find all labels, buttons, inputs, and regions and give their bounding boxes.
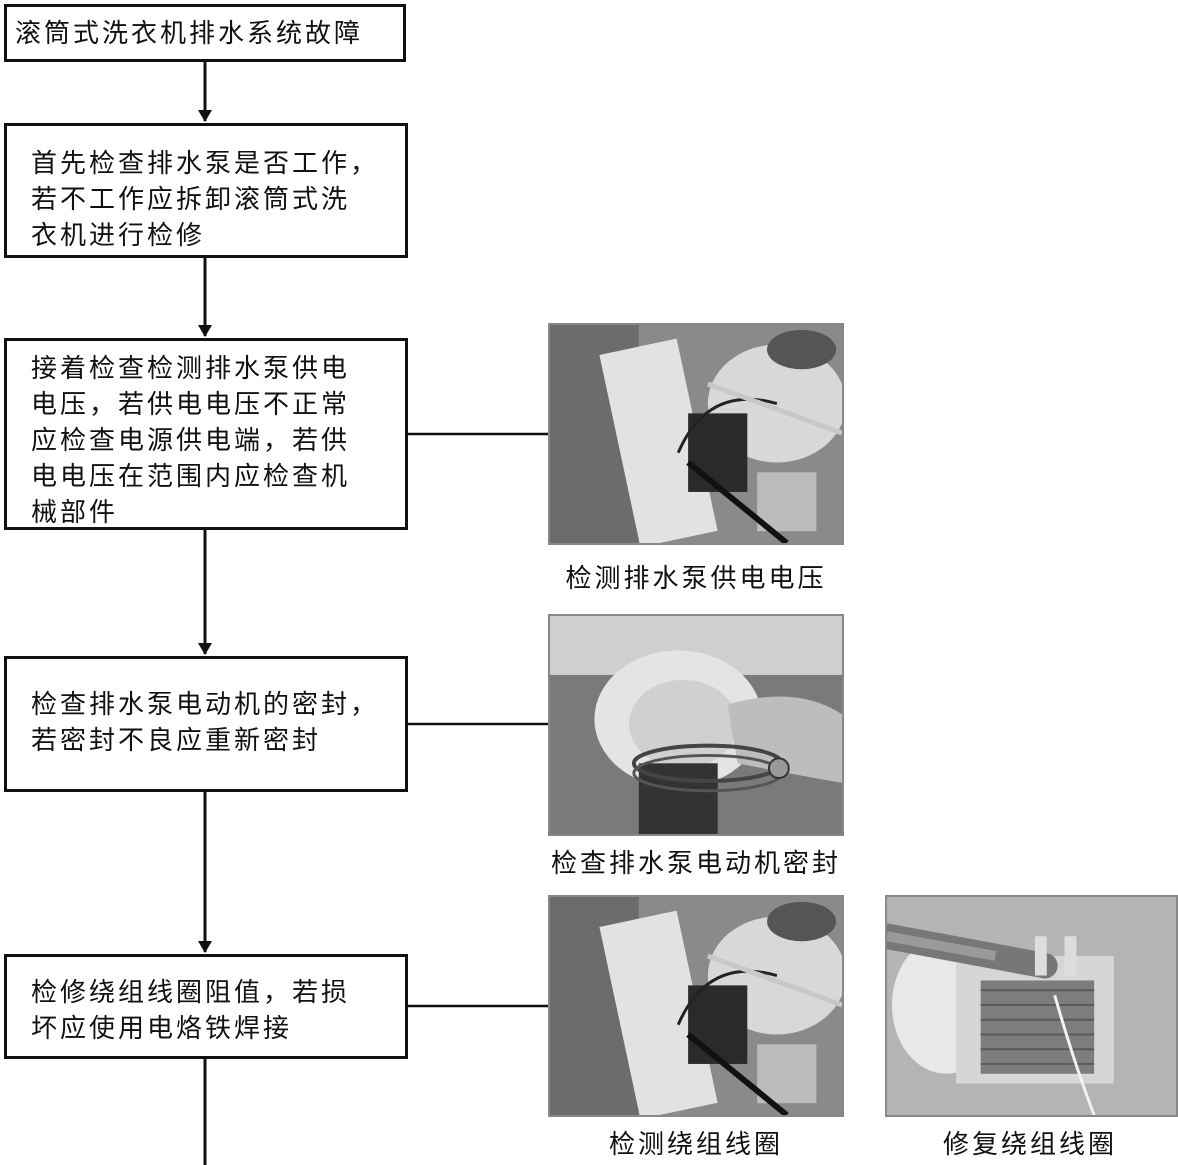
step-box-fault: 滚筒式洗衣机排水系统故障	[4, 4, 406, 62]
step5-line: 检修绕组线圈阻值，若损	[31, 978, 351, 1008]
step4-line: 若密封不良应重新密封	[31, 726, 322, 756]
step1-line: 滚筒式洗衣机排水系统故障	[15, 19, 364, 49]
motor-seal-photo-image	[550, 616, 842, 834]
step2-line: 首先检查排水泵是否工作，	[31, 149, 380, 179]
coil-repair-photo-image	[887, 897, 1176, 1115]
photo-coil-check	[548, 895, 844, 1117]
step-box-check-pump: 首先检查排水泵是否工作， 若不工作应拆卸滚筒式洗 衣机进行检修	[4, 123, 408, 258]
caption-coil-check: 检测绕组线圈	[608, 1130, 783, 1160]
caption-pump-voltage: 检测排水泵供电电压	[565, 564, 827, 594]
step-box-check-seal: 检查排水泵电动机的密封， 若密封不良应重新密封	[4, 656, 408, 792]
step3-line: 应检查电源供电端，若供	[31, 426, 351, 456]
photo-motor-seal	[548, 614, 844, 836]
step3-line: 电压，若供电电压不正常	[31, 390, 351, 420]
step-box-check-voltage: 接着检查检测排水泵供电 电压，若供电电压不正常 应检查电源供电端，若供 电电压在…	[4, 338, 408, 530]
step2-line: 衣机进行检修	[31, 221, 206, 251]
caption-motor-seal: 检查排水泵电动机密封	[550, 849, 841, 879]
photo-pump-voltage	[548, 323, 844, 545]
step3-line: 接着检查检测排水泵供电	[31, 354, 351, 384]
step3-line: 械部件	[31, 498, 119, 528]
step4-line: 检查排水泵电动机的密封，	[31, 690, 380, 720]
photo-coil-repair	[885, 895, 1178, 1117]
step2-line: 若不工作应拆卸滚筒式洗	[31, 185, 351, 215]
caption-coil-repair: 修复绕组线圈	[942, 1130, 1117, 1160]
coil-check-photo-image	[550, 897, 842, 1115]
step-box-repair-coil: 检修绕组线圈阻值，若损 坏应使用电烙铁焊接	[4, 954, 408, 1059]
pump-photo-image	[550, 325, 842, 543]
step3-line: 电电压在范围内应检查机	[31, 462, 351, 492]
step5-line: 坏应使用电烙铁焊接	[31, 1014, 293, 1044]
